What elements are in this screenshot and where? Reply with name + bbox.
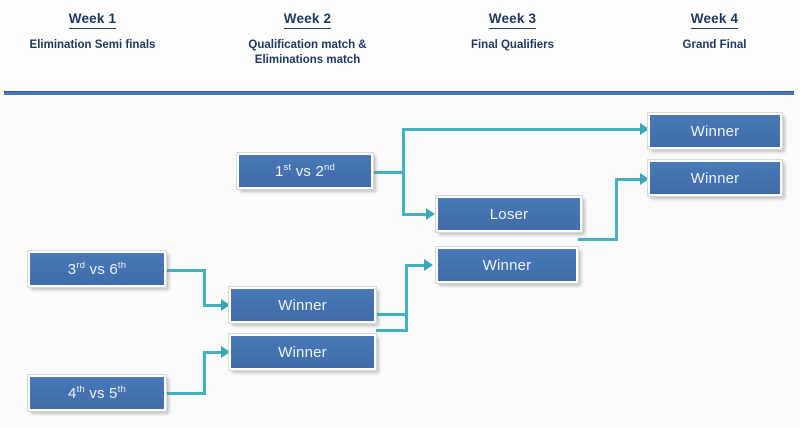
connector-seed-up xyxy=(402,128,644,131)
connector-w2merge-to-w3 xyxy=(405,264,427,267)
week-1-subtitle: Elimination Semi finals xyxy=(29,39,156,51)
column-header-week-3: Week 3 Final Qualifiers xyxy=(420,10,605,53)
week-2-subtitle: Qualification match & Eliminations match xyxy=(248,39,367,66)
connector-loser-v xyxy=(615,178,618,241)
connector-w1top-h1 xyxy=(166,269,206,272)
box-week2-winner-top-label: Winner xyxy=(278,296,327,314)
arrow-to-loser xyxy=(426,208,435,220)
connector-seed-out xyxy=(373,171,405,174)
week-2-title: Week 2 xyxy=(283,11,332,29)
week-3-title: Week 3 xyxy=(488,11,537,29)
column-header-week-2: Week 2 Qualification match & Elimination… xyxy=(215,10,400,68)
connector-w2merge-h-top xyxy=(376,313,408,316)
connector-w1top-v xyxy=(203,269,206,306)
box-loser[interactable]: Loser xyxy=(435,195,583,233)
connector-w2merge-riser xyxy=(405,264,408,331)
connector-w2merge-h-bot xyxy=(376,329,408,332)
box-loser-label: Loser xyxy=(489,205,529,223)
box-week4-winner-bottom[interactable]: Winner xyxy=(647,159,783,197)
week-4-title: Week 4 xyxy=(690,11,739,29)
box-week2-winner-top[interactable]: Winner xyxy=(228,286,377,324)
arrow-to-w2-winner-top xyxy=(221,299,230,311)
connector-seed-v xyxy=(402,128,405,216)
box-week4-winner-top-label: Winner xyxy=(690,122,740,140)
box-1st-vs-2nd-label: 1st vs 2nd xyxy=(275,161,335,180)
arrow-to-w4-winner-bottom xyxy=(640,173,649,185)
column-header-week-1: Week 1 Elimination Semi finals xyxy=(0,10,185,53)
box-3rd-vs-6th-label: 3rd vs 6th xyxy=(67,259,127,278)
box-week2-winner-bottom-label: Winner xyxy=(278,343,327,361)
box-1st-vs-2nd[interactable]: 1st vs 2nd xyxy=(236,152,374,190)
connector-loser-out xyxy=(578,238,618,241)
week-3-subtitle: Final Qualifiers xyxy=(470,39,555,51)
connector-w1bot-v xyxy=(203,351,206,395)
week-4-subtitle: Grand Final xyxy=(682,39,747,51)
arrow-to-w2-winner-bottom xyxy=(221,346,230,358)
box-week3-winner-label: Winner xyxy=(482,256,532,274)
arrow-to-w4-winner-top xyxy=(640,123,649,135)
connector-w1bot-h2 xyxy=(203,351,225,354)
box-week4-winner-top[interactable]: Winner xyxy=(647,112,783,150)
column-header-week-4: Week 4 Grand Final xyxy=(622,10,800,53)
week-1-title: Week 1 xyxy=(68,11,117,29)
connector-w1top-h2 xyxy=(203,304,225,307)
connector-w1bot-h1 xyxy=(166,392,206,395)
arrow-to-w3-winner xyxy=(424,259,433,271)
connector-seed-down xyxy=(402,213,430,216)
box-week2-winner-bottom[interactable]: Winner xyxy=(228,333,377,371)
connector-loser-top xyxy=(615,178,644,181)
box-3rd-vs-6th[interactable]: 3rd vs 6th xyxy=(27,250,167,288)
header-divider xyxy=(4,91,794,95)
box-4th-vs-5th[interactable]: 4th vs 5th xyxy=(27,374,167,412)
column-headers: Week 1 Elimination Semi finals Week 2 Qu… xyxy=(0,0,800,93)
box-week4-winner-bottom-label: Winner xyxy=(690,169,740,187)
box-4th-vs-5th-label: 4th vs 5th xyxy=(68,383,126,402)
box-week3-winner[interactable]: Winner xyxy=(435,246,579,284)
